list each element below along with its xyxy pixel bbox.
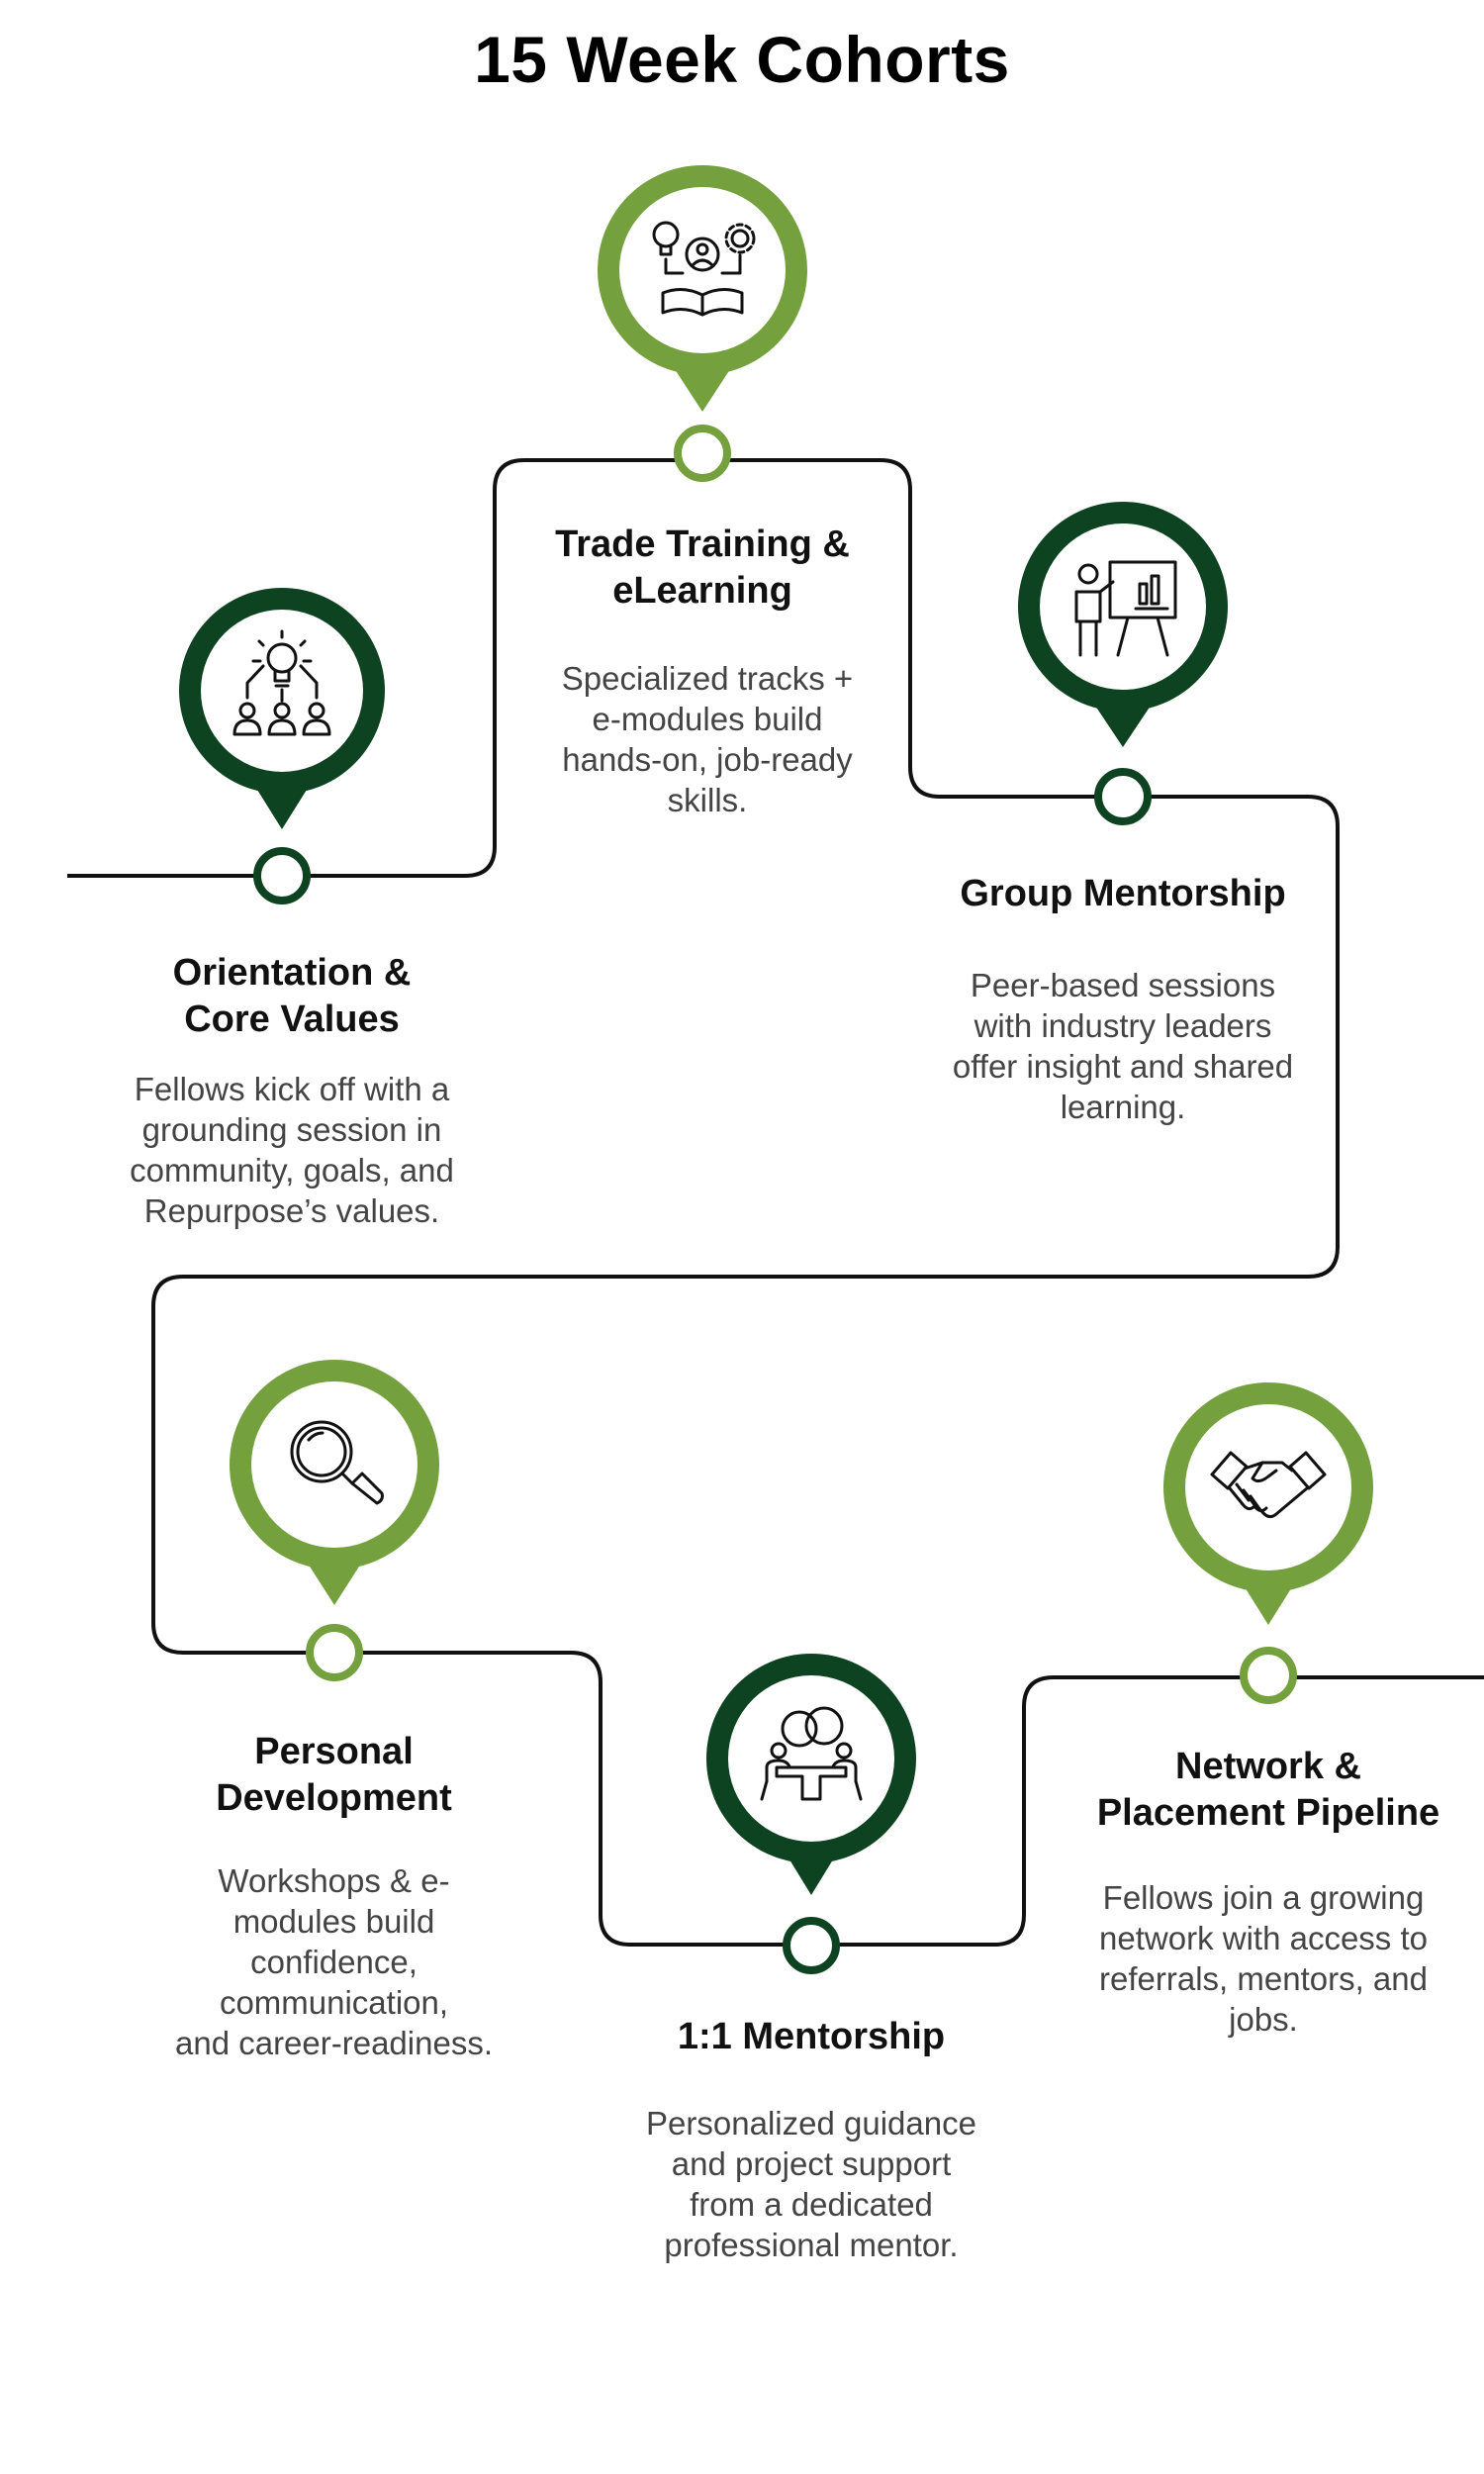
step-3-title: Group Mentorship — [960, 873, 1286, 914]
step-2-marker — [598, 165, 807, 482]
step-5-marker — [706, 1654, 916, 1974]
step-2-node — [674, 425, 731, 482]
step-6-marker — [1163, 1382, 1373, 1704]
step-4-node — [306, 1624, 363, 1681]
step-1-description: Fellows kick off with a grounding sessio… — [130, 1071, 454, 1229]
learning-icon — [652, 221, 756, 317]
step-4-title: Personal Development — [216, 1731, 452, 1819]
step-1-marker — [179, 588, 385, 904]
step-5-title: 1:1 Mentorship — [677, 2016, 946, 2057]
meeting-icon — [760, 1706, 863, 1801]
step-5-node — [783, 1917, 840, 1974]
step-2-title: Trade Training & eLearning — [555, 523, 850, 612]
step-3-marker — [1018, 502, 1228, 825]
magnifier-icon — [290, 1420, 384, 1505]
page-title: 15 Week Cohorts — [474, 23, 1010, 96]
step-2-description: Specialized tracks + e-modules build han… — [561, 660, 854, 818]
timeline-path — [67, 458, 1484, 1947]
step-6-description: Fellows join a growing network with acce… — [1099, 1879, 1428, 2038]
idea-team-icon — [232, 629, 331, 736]
step-3-node — [1094, 768, 1152, 825]
step-6-title: Network & Placement Pipeline — [1096, 1746, 1440, 1834]
step-6-node — [1240, 1647, 1297, 1704]
step-4-description: Workshops & e- modules build confidence,… — [174, 1862, 493, 2061]
presentation-icon — [1074, 560, 1177, 657]
step-4-marker — [230, 1360, 439, 1681]
step-5-description: Personalized guidance and project suppor… — [646, 2105, 976, 2263]
handshake-icon — [1210, 1451, 1327, 1519]
step-3-description: Peer-based sessions with industry leader… — [952, 967, 1294, 1125]
step-1-title: Orientation & Core Values — [172, 952, 412, 1040]
step-1-node — [253, 847, 311, 904]
